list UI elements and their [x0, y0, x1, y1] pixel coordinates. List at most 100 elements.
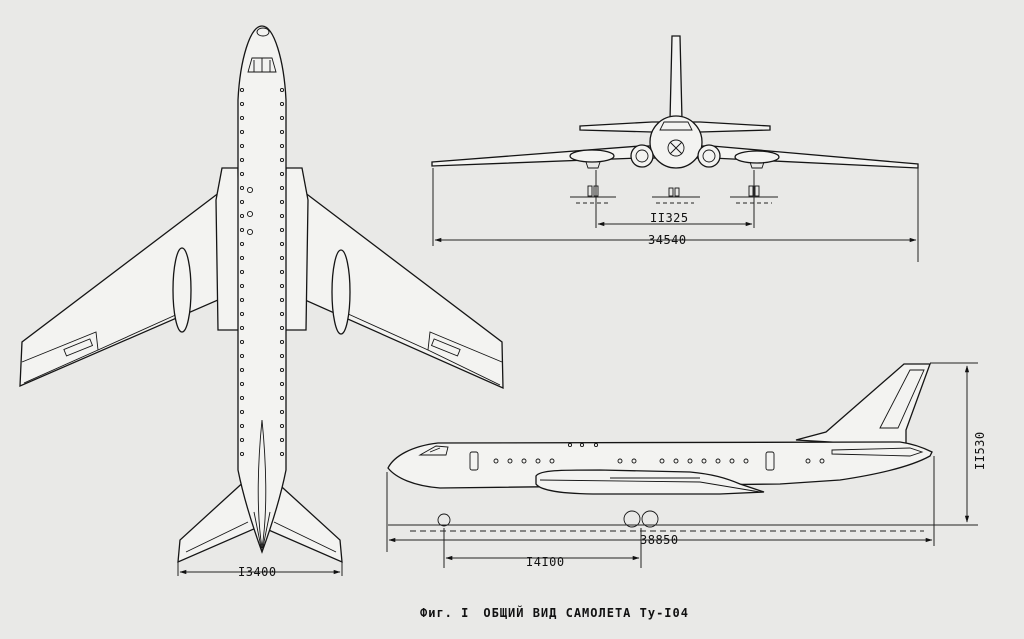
top-view-window [279, 101, 285, 107]
top-view-window [239, 311, 245, 317]
top-view-window [279, 339, 285, 345]
top-view-window [239, 101, 245, 107]
front-view-gear [570, 185, 778, 204]
figure-caption: Фиг. I ОБЩИЙ ВИД САМОЛЕТА Ту-I04 [420, 606, 703, 620]
top-view-window [239, 451, 245, 457]
top-view-right-nacelle [283, 167, 309, 331]
top-view-window [239, 255, 245, 261]
side-view-window [687, 458, 693, 464]
side-view-fin [795, 363, 931, 447]
top-view-window [279, 283, 285, 289]
top-view-window [279, 171, 285, 177]
top-view-window [239, 157, 245, 163]
top-view-window [279, 367, 285, 373]
top-view-window [239, 325, 245, 331]
top-view-window [279, 227, 285, 233]
figure-number: Фиг. I [420, 606, 470, 620]
side-view-window [659, 458, 665, 464]
top-view-window [239, 409, 245, 415]
dim-wingspan: 34540 [648, 233, 687, 247]
top-view-window [279, 437, 285, 443]
figure-title: ОБЩИЙ ВИД САМОЛЕТА Ту-I04 [483, 606, 689, 620]
top-view-window [239, 185, 245, 191]
top-view-window [279, 297, 285, 303]
top-view-window [239, 129, 245, 135]
top-view-window [279, 213, 285, 219]
top-view-window [279, 255, 285, 261]
top-view-window [279, 423, 285, 429]
side-view-window [673, 458, 679, 464]
top-view-window [239, 115, 245, 121]
top-view-window [239, 367, 245, 373]
top-view-window [279, 143, 285, 149]
front-view-fuselage [649, 115, 703, 169]
top-view-window [279, 353, 285, 359]
top-view-window [239, 437, 245, 443]
dim-height: II530 [973, 431, 987, 470]
top-view-fuselage [237, 25, 287, 554]
top-view-left-engine [172, 247, 192, 333]
top-view-right-engine [331, 249, 351, 335]
top-view-window [239, 171, 245, 177]
side-view-dorsal-window [593, 442, 599, 448]
top-view-window [279, 129, 285, 135]
side-view-window [549, 458, 555, 464]
front-view-left-engine [630, 144, 654, 168]
top-view-exit [246, 210, 254, 218]
top-view-window [279, 451, 285, 457]
side-view-window [701, 458, 707, 464]
dim-gear-track: II325 [650, 211, 689, 225]
top-view-window [239, 87, 245, 93]
side-view-window [819, 458, 825, 464]
top-view-window [279, 311, 285, 317]
front-view [431, 35, 919, 262]
top-view [19, 25, 504, 564]
top-view-window [239, 423, 245, 429]
side-view [386, 362, 978, 568]
side-view-window [521, 458, 527, 464]
top-view-window [279, 409, 285, 415]
top-view-window [279, 115, 285, 121]
side-view-window [535, 458, 541, 464]
side-view-window [631, 458, 637, 464]
top-view-window [279, 185, 285, 191]
top-view-window [279, 157, 285, 163]
top-view-window [239, 339, 245, 345]
side-view-dorsal-window [567, 442, 573, 448]
side-view-nacelle [535, 469, 765, 495]
top-view-window [279, 395, 285, 401]
top-view-window [239, 227, 245, 233]
top-view-window [279, 199, 285, 205]
side-view-dorsal-window [579, 442, 585, 448]
top-view-left-nacelle [215, 167, 241, 331]
dim-wheelbase: I4I00 [526, 555, 565, 569]
side-view-fuselage [387, 441, 933, 489]
side-view-window [805, 458, 811, 464]
front-view-right-engine [697, 144, 721, 168]
side-view-window [507, 458, 513, 464]
side-view-window [617, 458, 623, 464]
top-view-exit [246, 228, 254, 236]
top-view-window [239, 381, 245, 387]
top-view-window [239, 283, 245, 289]
side-view-window [729, 458, 735, 464]
side-view-window [715, 458, 721, 464]
top-view-window [239, 269, 245, 275]
top-view-window [279, 381, 285, 387]
top-view-window [239, 143, 245, 149]
dim-tail-span: I3400 [238, 565, 277, 579]
top-view-window [279, 269, 285, 275]
side-view-window [743, 458, 749, 464]
side-view-window [493, 458, 499, 464]
top-view-window [279, 325, 285, 331]
top-view-window [239, 241, 245, 247]
top-view-window [239, 353, 245, 359]
top-view-window [239, 297, 245, 303]
top-view-exit [246, 186, 254, 194]
front-view-fin [669, 35, 683, 121]
top-view-window [239, 199, 245, 205]
top-view-window [239, 213, 245, 219]
dim-length: 38850 [640, 533, 679, 547]
